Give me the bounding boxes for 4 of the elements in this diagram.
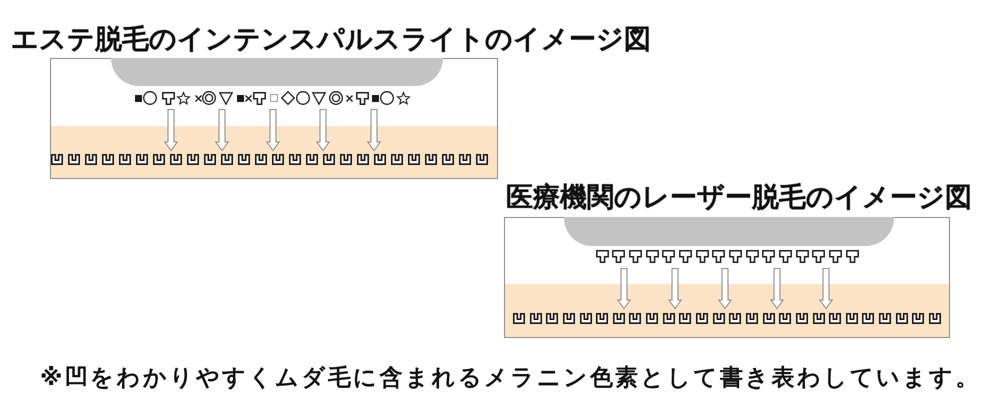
handpiece-head [564,217,894,246]
panel-heading: 医療機関のレーザー脱毛のイメージ図 [506,183,972,213]
panel-heading: エステ脱毛のインテンスパルスライトのイメージ図 [11,25,651,55]
footnote: ※凹をわかりやすくムダ毛に含まれるメラニン色素として書き表わしています。 [40,364,981,392]
